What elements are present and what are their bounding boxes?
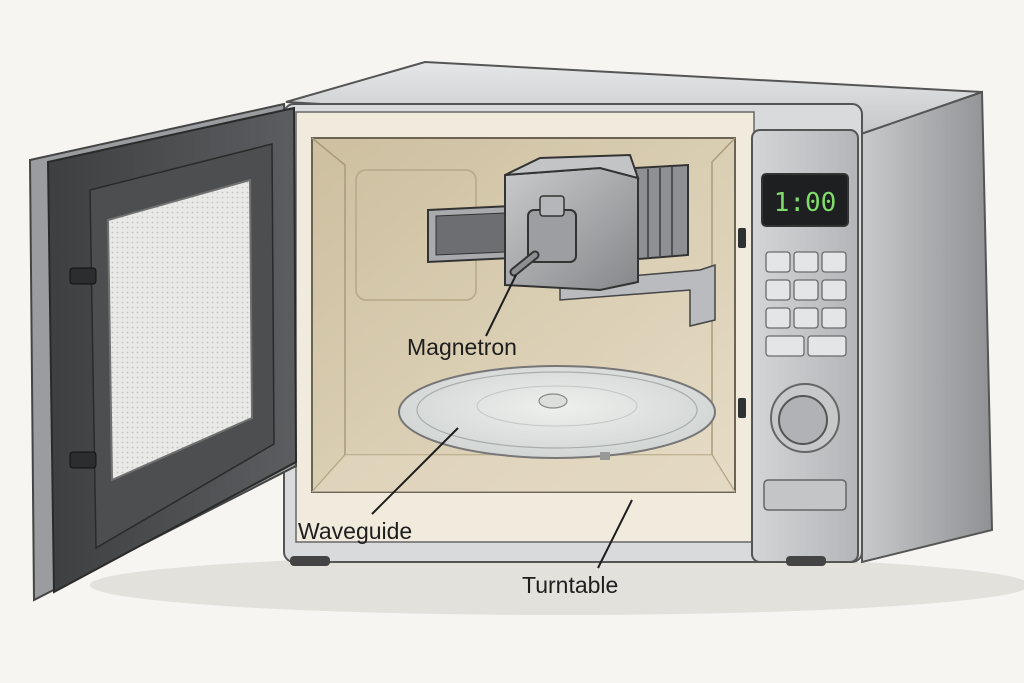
turntable-hub: [538, 393, 568, 409]
keypad-button[interactable]: [821, 251, 847, 273]
magnetron-label: Magnetron: [407, 334, 517, 360]
turntable-roller: [600, 452, 610, 460]
keypad: [765, 251, 847, 357]
display-screen: [761, 173, 849, 227]
floor-shadow: [90, 555, 1024, 615]
door-latch: [738, 398, 746, 418]
keypad-button[interactable]: [765, 307, 791, 329]
keypad-button[interactable]: [793, 307, 819, 329]
magnetron-top: [504, 153, 640, 180]
display-time: 1:00: [774, 188, 837, 218]
turntable-plate: [398, 365, 716, 460]
turntable-leader-line: [597, 499, 633, 569]
keypad-button[interactable]: [793, 279, 819, 301]
waveguide-opening: [435, 212, 506, 256]
door-hinge: [69, 451, 97, 469]
turntable-label: Turntable: [522, 572, 619, 598]
magnetron-assembly: [427, 153, 716, 327]
door-window-mesh: [106, 178, 254, 482]
microwave-door: [28, 102, 298, 602]
keypad-button[interactable]: [821, 279, 847, 301]
keypad-button[interactable]: [765, 335, 805, 357]
foot: [786, 556, 826, 566]
waveguide-label: Waveguide: [298, 518, 413, 544]
magnetron-cap: [539, 195, 565, 217]
body-side: [856, 90, 994, 564]
dial-knob[interactable]: [778, 395, 828, 445]
waveguide-leader-line: [371, 427, 459, 515]
door-latch: [738, 228, 746, 248]
door-hinge: [69, 267, 97, 285]
door-release-button[interactable]: [763, 479, 847, 511]
control-panel: 1:00: [751, 129, 859, 563]
magnetron-leader-line: [485, 274, 517, 337]
keypad-button[interactable]: [793, 251, 819, 273]
interior-floor: [312, 455, 735, 492]
keypad-button[interactable]: [807, 335, 847, 357]
foot: [290, 556, 330, 566]
keypad-button[interactable]: [765, 279, 791, 301]
keypad-button[interactable]: [765, 251, 791, 273]
keypad-button[interactable]: [821, 307, 847, 329]
